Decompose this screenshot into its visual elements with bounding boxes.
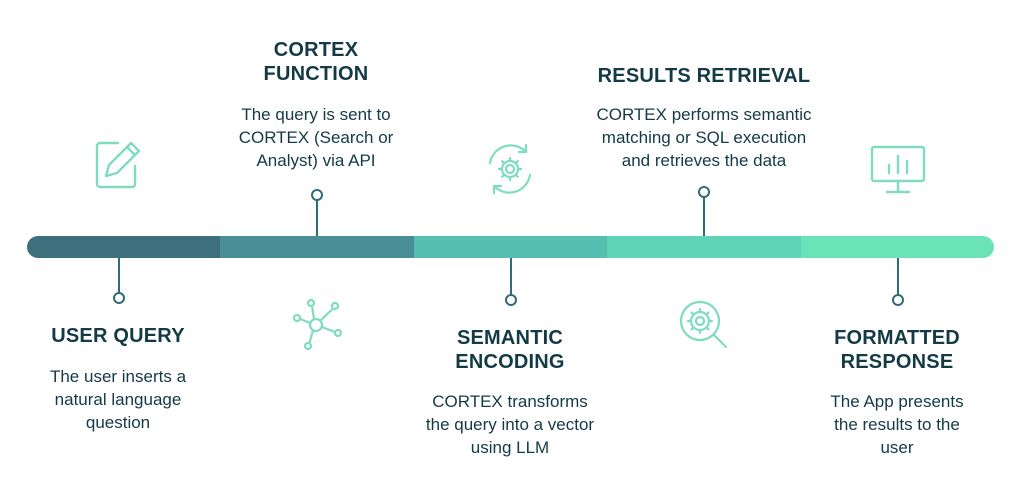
connector-dot-5 [892, 294, 904, 306]
step-2-title: CORTEX FUNCTION [263, 39, 369, 85]
timeline-segment-2 [220, 236, 414, 258]
timeline-segment-4 [607, 236, 801, 258]
step-1-title: USER QUERY [51, 325, 185, 347]
connector-stem-4 [703, 197, 705, 236]
step-4-title: RESULTS RETRIEVAL [597, 65, 811, 87]
step-2-description: The query is sent to CORTEX (Search or A… [238, 105, 394, 170]
connector-stem-2 [316, 199, 318, 236]
step-4-description: CORTEX performs semantic matching or SQL… [596, 105, 812, 170]
network-icon [288, 296, 344, 352]
timeline-segment-1 [27, 236, 220, 258]
connector-stem-1 [118, 258, 120, 294]
step-1-description: The user inserts a natural language ques… [49, 367, 187, 432]
step-3-title: SEMANTIC ENCODING [455, 327, 565, 373]
step-5-title: FORMATTED RESPONSE [834, 327, 960, 373]
gear-cycle-icon [482, 141, 538, 197]
gear-search-icon [677, 298, 731, 352]
monitor-chart-icon [869, 143, 927, 197]
step-5-description: The App presents the results to the user [830, 392, 964, 457]
step-3-description: CORTEX transforms the query into a vecto… [425, 392, 595, 457]
connector-dot-4 [698, 186, 710, 198]
connector-dot-1 [113, 292, 125, 304]
connector-stem-5 [897, 258, 899, 295]
connector-dot-3 [505, 294, 517, 306]
timeline-segment-5 [801, 236, 994, 258]
connector-dot-2 [311, 189, 323, 201]
edit-icon [92, 138, 146, 192]
connector-stem-3 [510, 258, 512, 295]
timeline-segment-3 [414, 236, 607, 258]
